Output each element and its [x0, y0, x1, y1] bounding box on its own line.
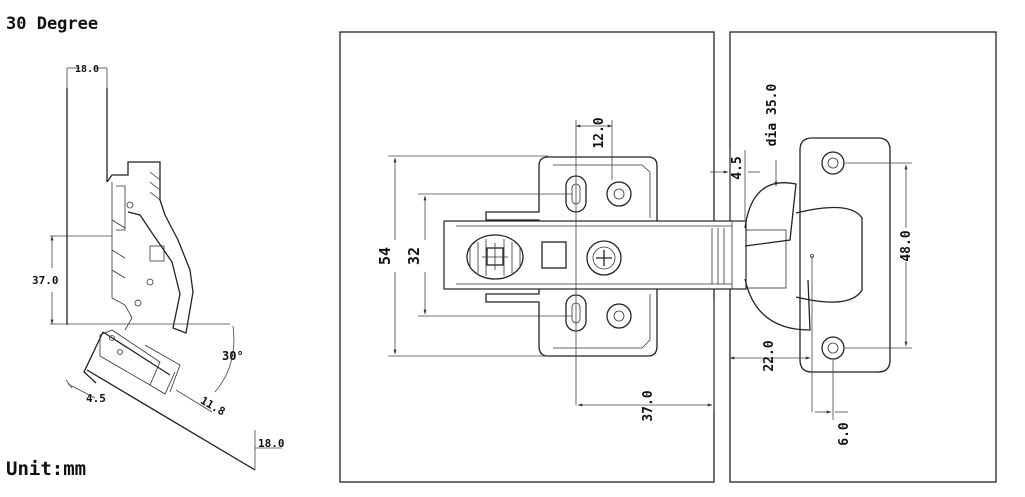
plan-dim-cup-hole-x: 6.0 [837, 422, 852, 446]
plan-dim-cup-holes: 48.0 [899, 230, 914, 261]
plan-dim-height-inner: 32 [405, 247, 423, 265]
diagram-title: 30 Degree [6, 14, 99, 34]
plan-dim-cup: dia 35.0 [765, 84, 780, 147]
plan-dim-height-outer: 54 [376, 247, 394, 265]
side-dim-c: 18.0 [258, 437, 285, 450]
side-dim-top: 18.0 [75, 64, 99, 75]
plan-dim-cup-offset: 22.0 [762, 340, 777, 371]
side-dim-left: 37.0 [32, 274, 59, 287]
side-dim-angle: 30° [222, 349, 244, 363]
side-dim-a: 4.5 [86, 392, 106, 405]
plan-dim-gap: 4.5 [730, 156, 745, 179]
side-view: 18.0 37.0 30° 4.5 11.8 [32, 64, 285, 471]
plan-view: 54 32 12.0 37.0 4.5 dia 35.0 48.0 [339, 31, 997, 483]
unit-label: Unit:mm [6, 458, 87, 480]
side-dim-b: 11.8 [198, 394, 227, 419]
plan-dim-bottom: 37.0 [641, 390, 656, 421]
plan-dim-hole-spacing: 12.0 [592, 117, 607, 148]
